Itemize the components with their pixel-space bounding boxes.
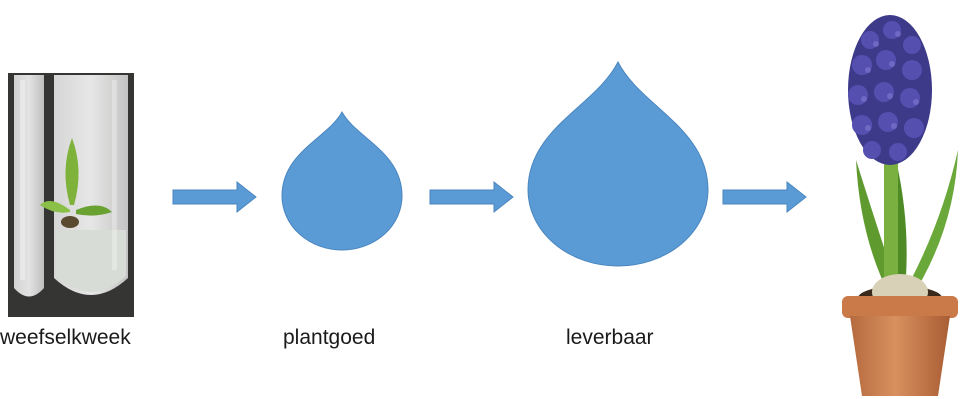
stage-label-weefselkweek: weefselkweek <box>0 326 131 349</box>
drop-small-shape <box>281 110 403 251</box>
stage-label-plantgoed: plantgoed <box>283 326 376 349</box>
tissue-culture-image <box>8 73 134 317</box>
arrow-right-icon <box>429 180 514 214</box>
hyacinth-plant-image <box>842 15 958 396</box>
arrow-right-icon <box>722 180 807 214</box>
arrow-right-icon <box>172 180 257 214</box>
drop-large-shape <box>527 60 709 267</box>
stage-label-leverbaar: leverbaar <box>566 326 654 349</box>
